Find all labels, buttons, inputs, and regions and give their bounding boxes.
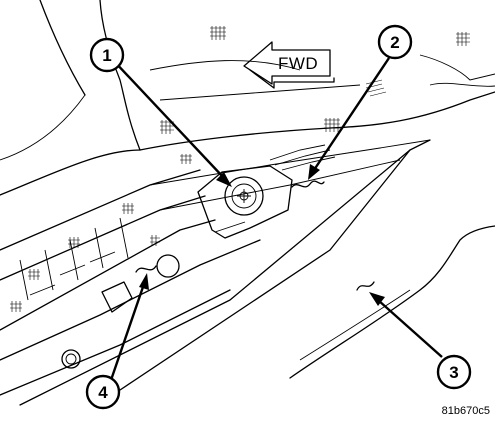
leader-1 — [112, 59, 225, 179]
callout-4-number: 4 — [98, 383, 108, 402]
callout-1: 1 — [89, 37, 125, 73]
fwd-label: FWD — [278, 54, 318, 73]
callout-2-number: 2 — [390, 33, 399, 52]
trim-panel — [289, 225, 495, 379]
callout-3-number: 3 — [449, 363, 458, 382]
clip-springs — [269, 144, 336, 188]
bolt-bracket — [197, 165, 293, 239]
forward-direction-arrow: FWD — [243, 41, 335, 89]
seat-track — [0, 139, 431, 406]
callout-1-number: 1 — [102, 46, 111, 65]
leader-3 — [377, 299, 443, 358]
arrowhead-2 — [308, 164, 320, 180]
callout-2: 2 — [377, 24, 413, 60]
callout-4: 4 — [85, 374, 121, 410]
arrowhead-3 — [369, 292, 385, 306]
texture-hatches — [10, 26, 470, 312]
figure-id: 81b670c5 — [442, 405, 490, 417]
leader-lines — [108, 57, 443, 384]
leader-2 — [313, 57, 390, 171]
arrowhead-4 — [139, 273, 149, 290]
slot-features — [61, 254, 180, 369]
arrowhead-1 — [216, 172, 232, 187]
body-panel — [0, 0, 495, 196]
callout-3: 3 — [436, 354, 472, 390]
leader-4 — [108, 283, 146, 384]
